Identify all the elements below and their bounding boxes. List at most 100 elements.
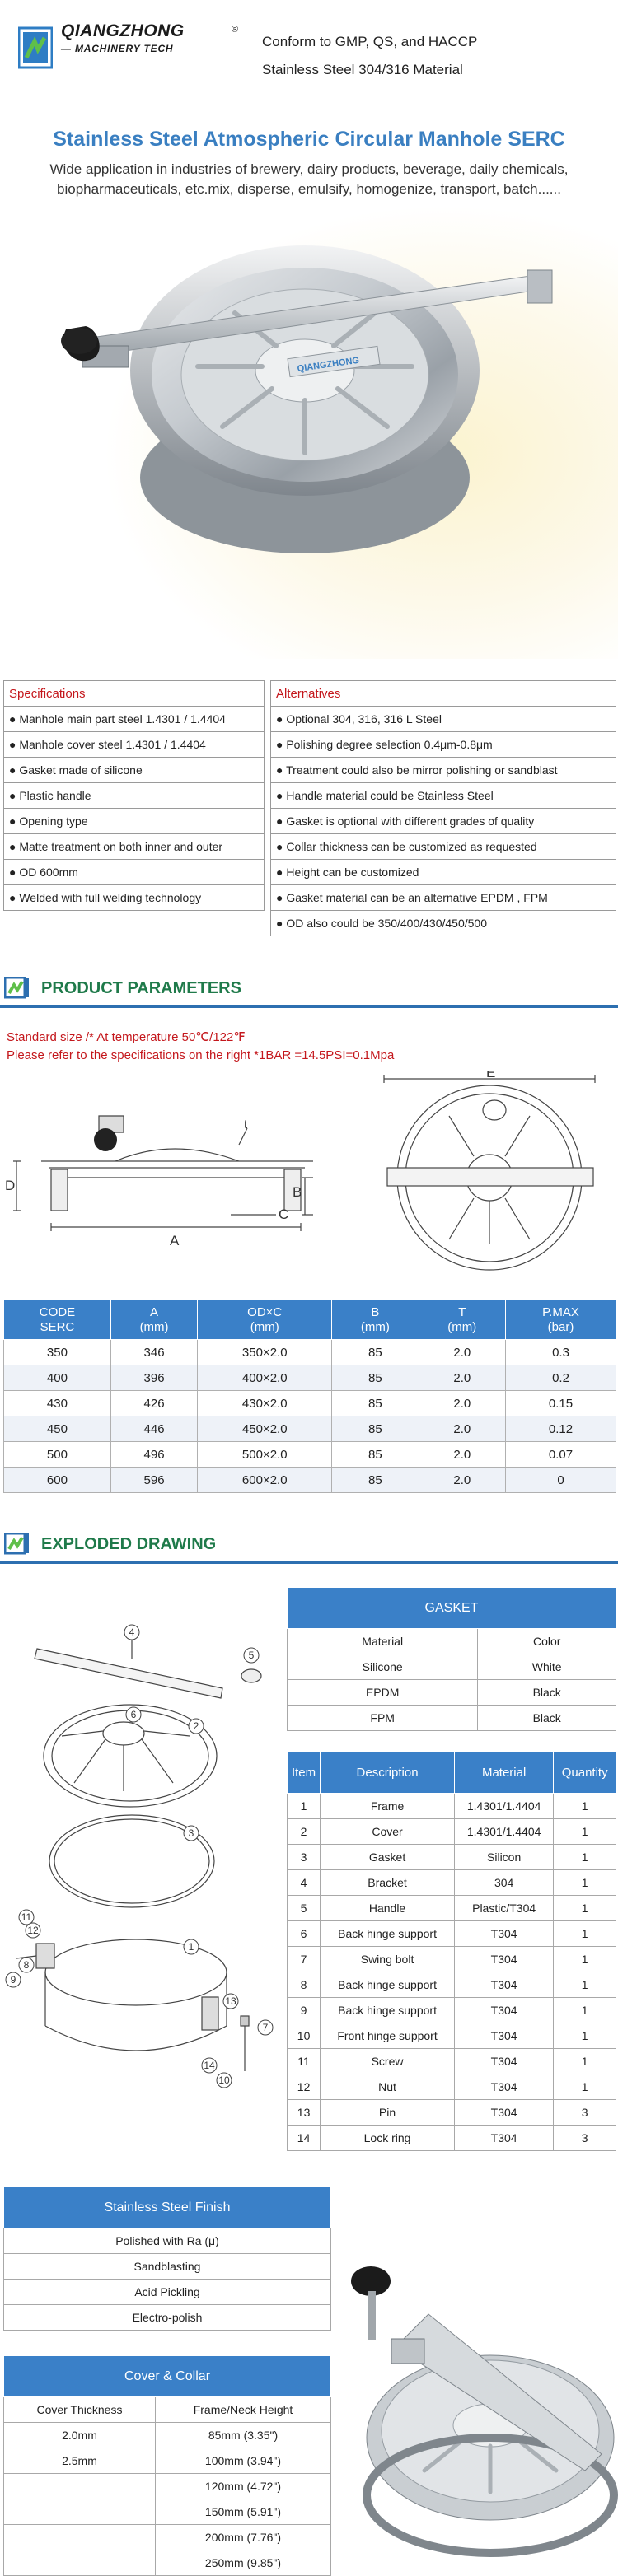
param-column-header: P.MAX(bar): [504, 1300, 617, 1340]
spec-item: ● Opening type: [3, 808, 265, 834]
cover-cell: 85mm (3.35"): [154, 2422, 332, 2448]
gasket-column-header: Material: [286, 1628, 479, 1654]
gasket-cell: Silicone: [286, 1654, 479, 1680]
parts-cell: 1: [553, 1844, 616, 1870]
parts-cell: T304: [453, 2125, 555, 2151]
cover-cell: [3, 2499, 156, 2525]
parts-cell: Handle: [320, 1895, 455, 1921]
param-column-header: A(mm): [110, 1300, 199, 1340]
callout-4: 4: [129, 1626, 135, 1638]
param-cell: 0.12: [504, 1416, 617, 1442]
parts-cell: Back hinge support: [320, 1972, 455, 1998]
parts-cell: 2: [286, 1818, 321, 1845]
param-cell: 400: [3, 1365, 111, 1391]
dim-label-d: D: [5, 1178, 15, 1193]
parts-cell: Screw: [320, 2048, 455, 2074]
pressure-note: Please refer to the specifications on th…: [7, 1048, 395, 1062]
dim-label-t: t: [244, 1118, 248, 1132]
finish-row: Sandblasting: [3, 2253, 331, 2280]
spec-item: ● OD 600mm: [3, 859, 265, 885]
alternative-item: ● Gasket material can be an alternative …: [270, 884, 616, 911]
spec-row: ● Gasket made of silicone: [3, 757, 265, 783]
param-cell: 0.15: [504, 1390, 617, 1416]
param-cell: 430: [3, 1390, 111, 1416]
param-cell: 2.0: [418, 1390, 506, 1416]
brand-subline: — MACHINERY TECH: [61, 43, 174, 54]
cover-row: 250mm (9.85"): [3, 2550, 332, 2576]
parts-cell: T304: [453, 1920, 555, 1947]
finish-title: Stainless Steel Finish: [3, 2186, 331, 2228]
callout-7: 7: [263, 2022, 269, 2033]
parts-cell: 10: [286, 2023, 321, 2049]
spec-row: ● Matte treatment on both inner and oute…: [3, 833, 265, 860]
company-logo-icon: [18, 26, 53, 69]
cover-row: 120mm (4.72"): [3, 2473, 332, 2499]
claim-material: Stainless Steel 304/316 Material: [262, 62, 463, 77]
finish-cell: Acid Pickling: [3, 2279, 331, 2305]
param-header-line1: CODE: [39, 1304, 76, 1319]
section-rule: [0, 1561, 618, 1564]
cover-cell: 250mm (9.85"): [154, 2550, 332, 2576]
param-column-header: T(mm): [418, 1300, 506, 1340]
parts-cell: 1.4301/1.4404: [453, 1793, 555, 1819]
gasket-cell: FPM: [286, 1705, 479, 1731]
parts-cell: 1: [553, 2074, 616, 2100]
parts-cell: T304: [453, 1972, 555, 1998]
callout-10: 10: [218, 2074, 230, 2086]
param-cell: 85: [331, 1441, 419, 1468]
alternatives-table: Alternatives ● Optional 304, 316, 316 L …: [270, 680, 616, 936]
alternative-item: ● Collar thickness can be customized as …: [270, 833, 616, 860]
spec-item: ● Manhole main part steel 1.4301 / 1.440…: [3, 706, 265, 732]
param-cell: 0.3: [504, 1339, 617, 1365]
product-parameters-header: PRODUCT PARAMETERS: [0, 972, 618, 1008]
finish-cell: Sandblasting: [3, 2253, 331, 2280]
cover-collar-title: Cover & Collar: [3, 2355, 331, 2397]
parts-cell: 7: [286, 1946, 321, 1972]
parts-cell: 1: [553, 1869, 616, 1896]
parts-cell: 6: [286, 1920, 321, 1947]
parts-cell: 9: [286, 1997, 321, 2023]
alternative-row: ● Treatment could also be mirror polishi…: [270, 757, 616, 783]
specifications-table: Specifications ● Manhole main part steel…: [3, 680, 265, 911]
cover-cell: 100mm (3.94"): [154, 2448, 332, 2474]
param-cell: 2.0: [418, 1365, 506, 1391]
param-header-line1: T: [458, 1304, 466, 1319]
param-cell: 426: [110, 1390, 199, 1416]
cover-cell: 120mm (4.72"): [154, 2473, 332, 2499]
parts-cell: Back hinge support: [320, 1920, 455, 1947]
header-claims: Conform to GMP, QS, and HACCP Stainless …: [262, 28, 477, 84]
gasket-cell: Black: [477, 1679, 616, 1706]
hero-description: Wide application in industries of brewer…: [49, 161, 569, 197]
param-cell: 85: [331, 1390, 419, 1416]
parts-cell: 5: [286, 1895, 321, 1921]
cover-row: 200mm (7.76"): [3, 2524, 332, 2550]
param-cell: 0.07: [504, 1441, 617, 1468]
finish-row: Polished with Ra (μ): [3, 2228, 331, 2254]
page-header: QIANGZHONG — MACHINERY TECH ® Conform to…: [0, 0, 618, 105]
dim-label-a: A: [170, 1233, 180, 1248]
cover-cell: [3, 2550, 156, 2576]
cover-cell: 2.0mm: [3, 2422, 156, 2448]
alternative-item: ● Handle material could be Stainless Ste…: [270, 782, 616, 809]
parts-cell: T304: [453, 1946, 555, 1972]
param-cell: 350: [3, 1339, 111, 1365]
alternative-row: ● OD also could be 350/400/430/450/500: [270, 910, 616, 936]
callout-6: 6: [131, 1709, 137, 1720]
alternative-row: ● Height can be customized: [270, 859, 616, 885]
product-parameters-title: PRODUCT PARAMETERS: [41, 979, 241, 997]
dim-label-e: E: [486, 1071, 495, 1080]
